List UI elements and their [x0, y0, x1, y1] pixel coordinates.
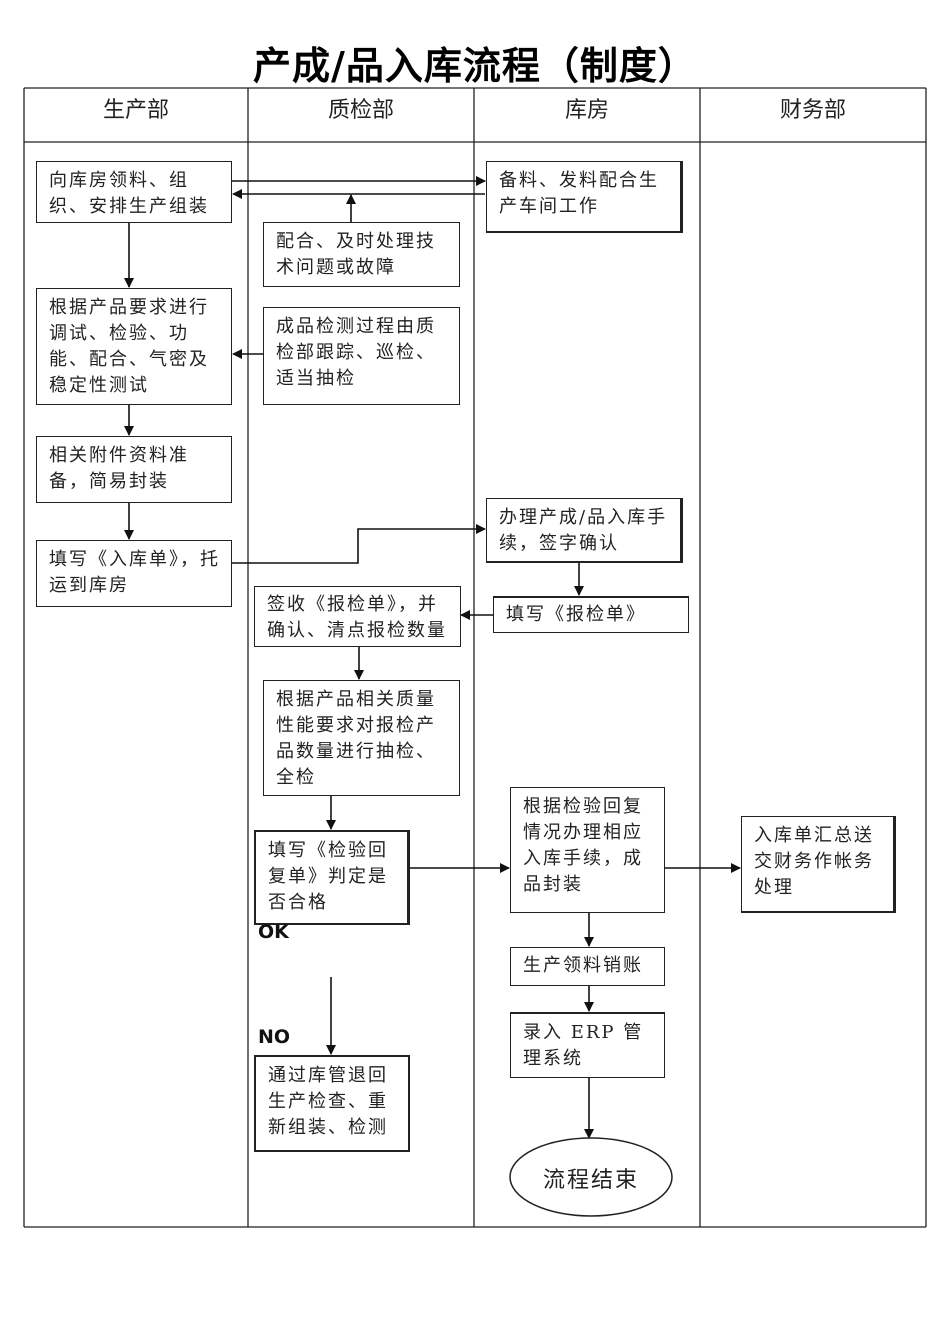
step-qc-receive: 签收《报检单》，并确认、清点报检数量	[254, 586, 461, 647]
step-qc-track: 成品检测过程由质检部跟踪、巡检、适当抽检	[263, 307, 460, 405]
swimlane-grid	[23, 87, 927, 1228]
decision-no-label: NO	[258, 1026, 291, 1048]
step-warehouse-fill: 填写《报检单》	[493, 596, 689, 633]
decision-ok-label: OK	[258, 921, 289, 943]
step-production-pack: 相关附件资料准备，简易封装	[36, 436, 232, 503]
page-title: 产成/品入库流程（制度）	[253, 44, 697, 88]
step-warehouse-handle: 办理产成/品入库手续，签字确认	[486, 498, 683, 563]
end-ellipse	[509, 1137, 673, 1217]
lane-header-finance: 财务部	[779, 98, 846, 123]
step-qc-return: 通过库管退回生产检查、重新组装、检测	[254, 1055, 410, 1152]
step-finance-summary: 入库单汇总送交财务作帐务处理	[741, 816, 896, 913]
arrow-form-to-handle	[232, 524, 486, 564]
lane-header-qc: 质检部	[327, 98, 394, 123]
step-warehouse-process: 根据检验回复情况办理相应入库手续，成品封装	[510, 787, 665, 913]
step-warehouse-writeoff: 生产领料销账	[510, 947, 665, 986]
end-label: 流程结束	[542, 1168, 639, 1193]
step-production-test: 根据产品要求进行调试、检验、功能、配合、气密及稳定性测试	[36, 288, 232, 405]
step-qc-support: 配合、及时处理技术问题或故障	[263, 222, 460, 287]
step-warehouse-prepare: 备料、发料配合生产车间工作	[486, 161, 683, 233]
lane-header-warehouse: 库房	[564, 98, 609, 123]
step-production-pick: 向库房领料、组织、安排生产组装	[36, 161, 232, 223]
lane-header-production: 生产部	[102, 98, 169, 123]
step-qc-reply: 填写《检验回复单》判定是否合格	[254, 830, 410, 925]
step-qc-inspect: 根据产品相关质量性能要求对报检产品数量进行抽检、全检	[263, 680, 460, 796]
step-warehouse-erp: 录入 ERP 管理系统	[510, 1012, 665, 1078]
step-production-form: 填写《入库单》，托运到库房	[36, 540, 232, 607]
